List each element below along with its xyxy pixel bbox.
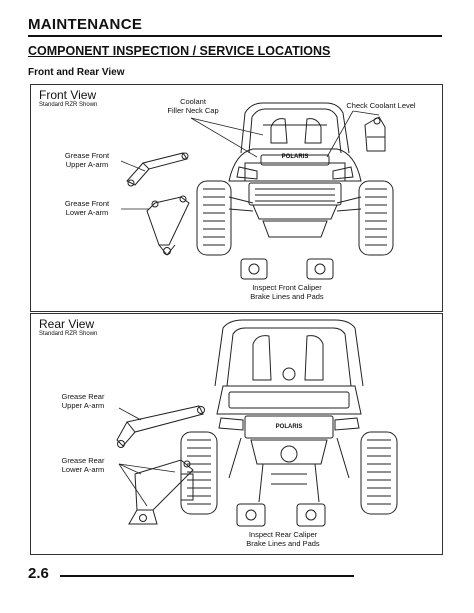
footer-rule — [60, 575, 354, 577]
rear-view-title: Rear View — [39, 317, 95, 331]
front-view-illustration — [120, 102, 394, 280]
front-brand-logo: POLARIS — [281, 154, 309, 160]
label-grease-front-upper: Grease Front Upper A-arm — [64, 151, 110, 169]
label-grease-front-lower: Grease Front Lower A-arm — [64, 199, 110, 217]
front-view-note: Standard RZR Shown — [39, 102, 98, 108]
rear-view-illustration — [116, 319, 398, 527]
label-front-caliper: Inspect Front Caliper Brake Lines and Pa… — [250, 283, 324, 301]
label-check-coolant: Check Coolant Level — [346, 101, 416, 110]
section-title: COMPONENT INSPECTION / SERVICE LOCATIONS — [28, 44, 331, 58]
label-grease-rear-upper: Grease Rear Upper A-arm — [61, 392, 105, 410]
label-grease-rear-lower: Grease Rear Lower A-arm — [61, 456, 105, 474]
rear-view-panel: Rear View Standard RZR Shown Grease Rear… — [30, 313, 443, 555]
section-header: MAINTENANCE — [28, 16, 143, 33]
front-view-title: Front View — [39, 88, 97, 102]
page-number: 2.6 — [28, 565, 49, 582]
sub-title: Front and Rear View — [28, 67, 125, 78]
rear-brand-logo: POLARIS — [275, 424, 303, 430]
rear-view-note: Standard RZR Shown — [39, 331, 98, 337]
label-rear-caliper: Inspect Rear Caliper Brake Lines and Pad… — [246, 530, 320, 548]
header-rule — [28, 35, 442, 37]
front-view-panel: Front View Standard RZR Shown Coolant Fi… — [30, 84, 443, 312]
label-coolant-cap: Coolant Filler Neck Cap — [167, 97, 219, 115]
